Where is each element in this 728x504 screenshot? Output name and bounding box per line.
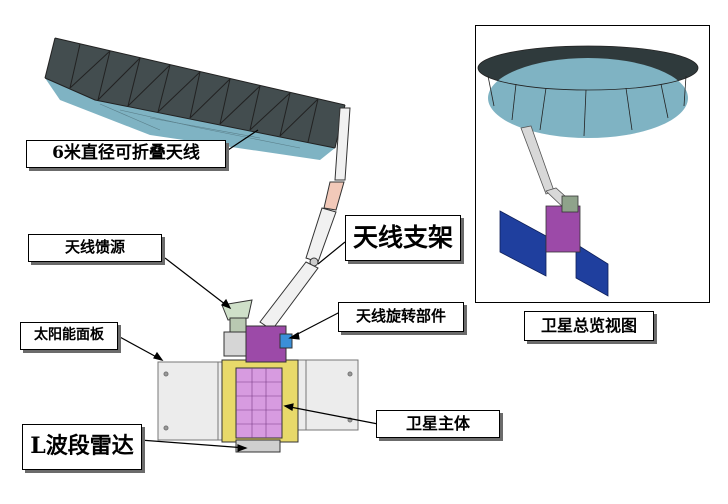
overview-drawing <box>477 45 699 297</box>
satellite-bus <box>221 325 299 453</box>
solar-panel-side <box>157 359 359 441</box>
leader-lines <box>117 129 379 452</box>
antenna-feed <box>221 299 253 357</box>
antenna-support-boom <box>259 107 351 331</box>
radar-label: L波段雷达 <box>22 424 142 470</box>
overview-inset <box>475 25 710 303</box>
support-label: 天线支架 <box>345 215 461 261</box>
antenna-label: 6米直径可折叠天线 <box>26 140 226 168</box>
feed-label: 天线馈源 <box>28 234 162 262</box>
overview-label: 卫星总览视图 <box>524 311 654 341</box>
rotator-label: 天线旋转部件 <box>338 302 464 332</box>
solar-panel-label: 太阳能面板 <box>20 322 118 350</box>
body-label: 卫星主体 <box>376 410 500 438</box>
